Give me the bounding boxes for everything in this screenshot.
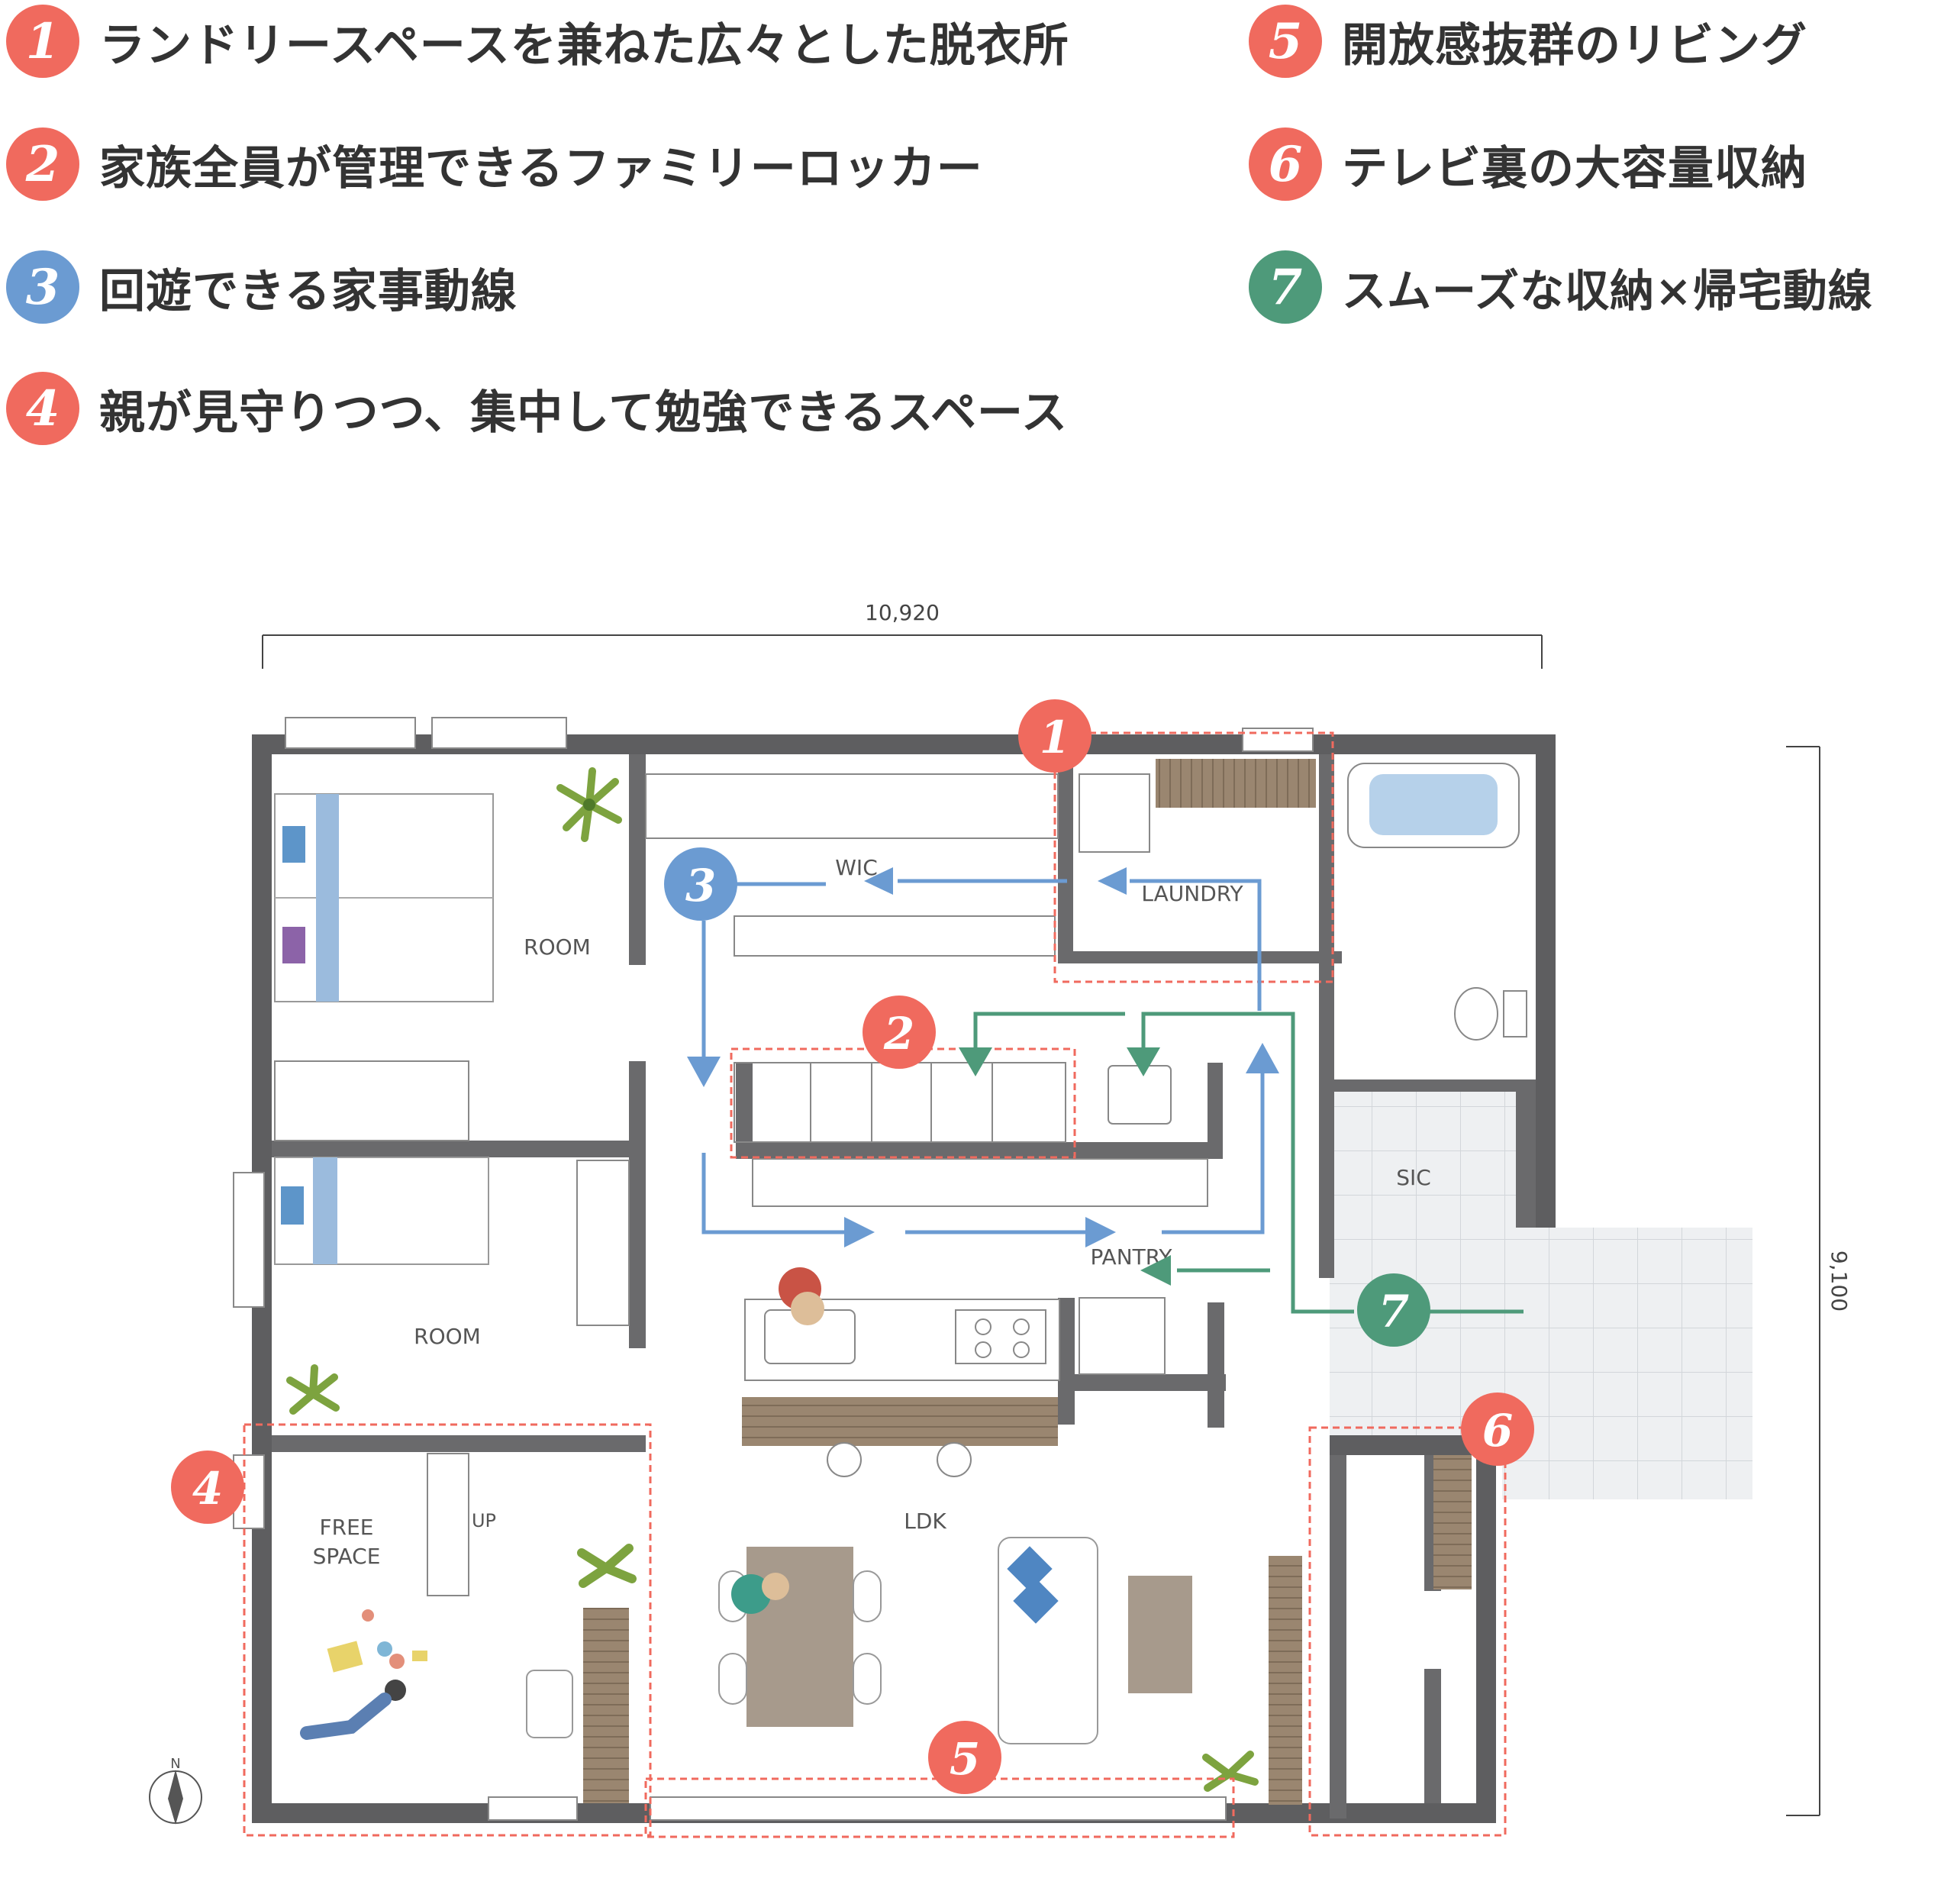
label-room-2: ROOM: [414, 1324, 481, 1349]
study-desk: [526, 1608, 629, 1803]
marker-4: 4: [171, 1451, 244, 1524]
tv-back-storage: [1433, 1455, 1472, 1589]
marker-4-number: 4: [192, 1463, 223, 1515]
laundry-counter: [1156, 759, 1316, 808]
bathtub: [1347, 763, 1520, 848]
legend-item-2: 2 家族全員が管理できるファミリーロッカー: [6, 127, 983, 201]
coffee-table: [1128, 1576, 1192, 1693]
flow-return-green: [973, 1012, 1524, 1314]
marker-7-number: 7: [1378, 1286, 1409, 1338]
zone-1-laundry: [1053, 731, 1334, 983]
zone-5-living: [644, 1777, 1235, 1838]
label-ldk: LDK: [904, 1509, 946, 1534]
entrance-porch: [1502, 1228, 1752, 1499]
legend-badge-1: 1: [6, 5, 79, 78]
legend-item-1: 1 ランドリースペースを兼ねた広々とした脱衣所: [6, 5, 1069, 78]
person-cooking: [779, 1267, 824, 1325]
plant-desk: [577, 1544, 637, 1588]
legend-text-5: 開放感抜群のリビング: [1342, 18, 1807, 73]
closet-shelves: [274, 773, 1208, 1326]
sofa: [998, 1537, 1098, 1744]
legend-badge-2: 2: [6, 127, 79, 201]
legend-text-6: テレビ裏の大容量収納: [1342, 141, 1807, 195]
plant-free-space: [286, 1364, 340, 1415]
label-free-space-2: SPACE: [313, 1544, 381, 1569]
compass: N: [149, 1756, 202, 1825]
legend-badge-5: 5: [1249, 5, 1322, 78]
marker-7: 7: [1357, 1273, 1430, 1347]
wash-basin: [1108, 1065, 1172, 1125]
marker-2: 2: [863, 996, 936, 1069]
flow-arrows-green: [959, 1047, 1171, 1286]
tv-storage: [1269, 1556, 1302, 1805]
toilet: [1454, 987, 1527, 1041]
compass-needle-icon: [168, 1770, 183, 1825]
flow-housework-blue: [701, 879, 1265, 1234]
flow-arrows-blue: [687, 867, 1279, 1247]
legend-item-5: 5 開放感抜群のリビング: [1249, 5, 1807, 78]
marker-6: 6: [1461, 1393, 1534, 1466]
bed-bottom: [274, 1157, 489, 1265]
marker-1-number: 1: [1040, 712, 1070, 763]
free-space-toys: [327, 1609, 427, 1673]
label-up: UP: [472, 1510, 496, 1531]
label-room-1: ROOM: [524, 934, 591, 960]
marker-2-number: 2: [883, 1008, 914, 1060]
width-dimension: 10,920: [262, 600, 1543, 669]
child-figure: [300, 1680, 406, 1740]
legend-text-2: 家族全員が管理できるファミリーロッカー: [99, 141, 983, 195]
legend-text-4: 親が見守りつつ、集中して勉強できるスペース: [99, 386, 1068, 440]
compass-north-label: N: [170, 1756, 180, 1772]
marker-6-number: 6: [1482, 1405, 1513, 1457]
marker-1: 1: [1018, 699, 1091, 773]
free-space-steps: [427, 1453, 469, 1596]
plant-room: [556, 767, 622, 842]
marker-5-number: 5: [950, 1733, 980, 1785]
plant-ldk: [1202, 1751, 1259, 1792]
marker-5: 5: [928, 1721, 1001, 1794]
height-dimension-label: 9,100: [1827, 1251, 1852, 1312]
zone-6-tv-storage: [1308, 1426, 1507, 1837]
label-laundry: LAUNDRY: [1141, 881, 1243, 906]
label-free-space-1: FREE: [320, 1515, 374, 1540]
label-sic: SIC: [1396, 1165, 1431, 1190]
interior-walls: [272, 754, 1536, 1818]
washing-machine: [1079, 773, 1150, 853]
kitchen-counter: [742, 1299, 1060, 1477]
dining-table: [718, 1547, 882, 1727]
legend-item-4: 4 親が見守りつつ、集中して勉強できるスペース: [6, 372, 1068, 445]
marker-3-number: 3: [685, 860, 716, 912]
legend-badge-4: 4: [6, 372, 79, 445]
legend-text-1: ランドリースペースを兼ねた広々とした脱衣所: [99, 18, 1069, 73]
width-dimension-label: 10,920: [865, 600, 940, 625]
legend-text-7: スムーズな収納×帰宅動線: [1342, 265, 1873, 317]
legend-badge-7: 7: [1249, 250, 1322, 324]
marker-3: 3: [664, 847, 737, 921]
height-dimension: 9,100: [1786, 746, 1852, 1816]
legend-badge-6: 6: [1249, 127, 1322, 201]
legend-text-3: 回遊できる家事動線: [99, 264, 518, 318]
outer-walls: [252, 734, 1556, 1823]
bed-top: [274, 793, 494, 1002]
legend-item-3: 3 回遊できる家事動線: [6, 250, 518, 324]
label-wic: WIC: [835, 855, 878, 880]
pantry-fridge: [1079, 1297, 1166, 1375]
zone-4-free-space: [243, 1423, 652, 1837]
legend-badge-3: 3: [6, 250, 79, 324]
legend-item-7: 7 スムーズな収納×帰宅動線: [1249, 250, 1873, 324]
legend-item-6: 6 テレビ裏の大容量収納: [1249, 127, 1807, 201]
